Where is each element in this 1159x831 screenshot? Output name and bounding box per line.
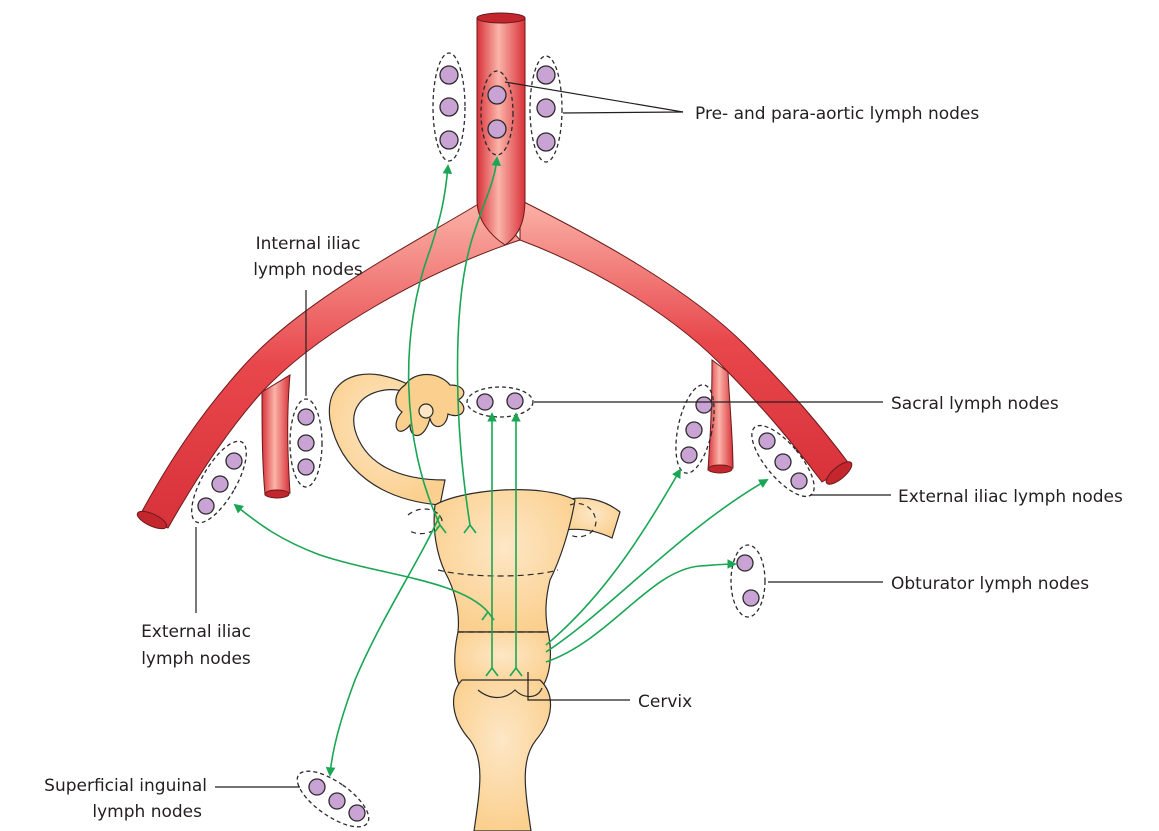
label-obturator: Obturator lymph nodes xyxy=(891,572,1089,596)
internal-iliac-nodes xyxy=(290,399,322,487)
left-internal-iliac-artery xyxy=(262,375,290,495)
lymph-node xyxy=(440,98,458,116)
obturator-nodes xyxy=(731,545,765,617)
lymph-node xyxy=(737,555,753,571)
lymph-node xyxy=(696,397,712,413)
label-external-iliac-right: External iliac lymph nodes xyxy=(898,485,1123,509)
label-pre-para-aortic: Pre- and para-aortic lymph nodes xyxy=(695,102,979,126)
uterine-body xyxy=(434,490,575,632)
left-internal-iliac-cut xyxy=(265,490,289,498)
leader-pre-aortic xyxy=(505,82,683,112)
lymph-node xyxy=(488,86,506,104)
aorta-cut-end xyxy=(477,13,525,23)
lymph-node xyxy=(440,66,458,84)
para-aortic-left-nodes xyxy=(433,53,465,161)
flow-to-obturator xyxy=(546,564,735,662)
lymph-node xyxy=(477,394,493,410)
right-iliac-artery xyxy=(520,200,850,482)
lymph-node xyxy=(537,66,555,84)
label-external-iliac-left-line1: External iliac xyxy=(126,620,266,644)
label-internal-iliac-line1: Internal iliac xyxy=(238,232,378,256)
lymph-node xyxy=(791,473,807,489)
lymph-node xyxy=(329,793,345,809)
lymph-node xyxy=(440,131,458,149)
lymph-node xyxy=(212,476,228,492)
lymph-node xyxy=(775,454,791,470)
leader-para-aortic xyxy=(563,112,683,113)
lymph-node xyxy=(681,447,697,463)
lymph-node xyxy=(507,393,523,409)
lymph-node xyxy=(743,590,759,606)
para-aortic-right-nodes xyxy=(530,56,562,162)
right-internal-iliac-cut xyxy=(708,465,732,473)
lymph-node xyxy=(686,422,702,438)
ovary-marker xyxy=(419,404,433,418)
label-superficial-inguinal-line2: lymph nodes xyxy=(2,800,202,824)
label-superficial-inguinal-line1: Superficial inguinal xyxy=(2,774,207,798)
lymph-node xyxy=(488,120,506,138)
lymph-node xyxy=(349,805,365,821)
lymph-node xyxy=(298,435,314,451)
superficial-inguinal-nodes xyxy=(289,761,377,831)
lymph-node xyxy=(537,133,555,151)
lymph-node xyxy=(298,409,314,425)
lymph-node xyxy=(298,459,314,475)
right-internal-iliac-artery xyxy=(708,360,733,470)
lymph-node xyxy=(537,99,555,117)
sacral-nodes xyxy=(467,387,533,417)
lymph-node xyxy=(309,779,325,795)
label-external-iliac-left-line2: lymph nodes xyxy=(126,647,266,671)
uterus-and-adnexa xyxy=(329,374,620,831)
label-cervix: Cervix xyxy=(638,690,692,714)
lymph-node xyxy=(759,433,775,449)
vagina xyxy=(454,680,551,831)
flow-to-superficial-inguinal xyxy=(330,515,440,775)
label-sacral: Sacral lymph nodes xyxy=(891,392,1059,416)
lymph-node xyxy=(198,498,214,514)
lymph-node xyxy=(226,453,242,469)
label-internal-iliac-line2: lymph nodes xyxy=(238,258,378,282)
flow-to-para-aortic-left xyxy=(409,166,448,525)
